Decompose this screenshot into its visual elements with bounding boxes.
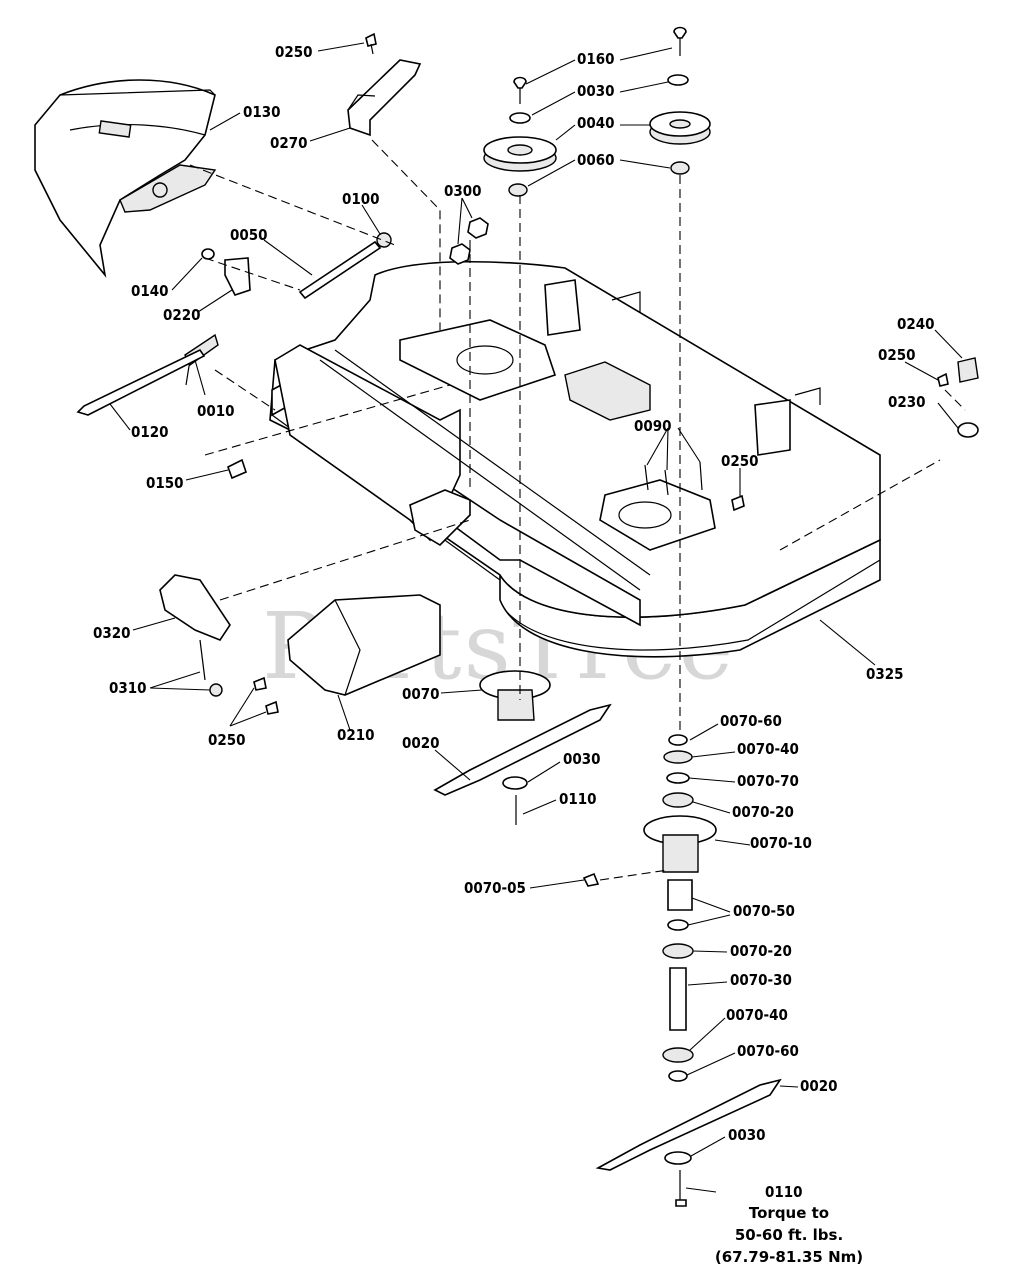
label-0070-60: 0070-60 xyxy=(737,1042,799,1060)
label-0070-40: 0070-40 xyxy=(737,740,799,758)
label-0150: 0150 xyxy=(146,474,184,492)
label-0250: 0250 xyxy=(275,43,313,61)
label-0140: 0140 xyxy=(131,282,169,300)
torque-note: Torque to 50-60 ft. lbs. (67.79-81.35 Nm… xyxy=(715,1204,863,1266)
label-0050: 0050 xyxy=(230,226,268,244)
label-0110: 0110 xyxy=(765,1183,803,1201)
label-0240: 0240 xyxy=(897,315,935,333)
label-0020: 0020 xyxy=(402,734,440,752)
label-0210: 0210 xyxy=(337,726,375,744)
label-0070-70: 0070-70 xyxy=(737,772,799,790)
label-0130: 0130 xyxy=(243,103,281,121)
label-0030: 0030 xyxy=(728,1126,766,1144)
label-0070: 0070 xyxy=(402,685,440,703)
part-labels: 0250 0130 0270 0160 0030 0040 0060 0300 … xyxy=(93,43,935,1201)
spindle-assembly xyxy=(582,734,782,1207)
label-0250: 0250 xyxy=(721,452,759,470)
label-0250: 0250 xyxy=(208,731,246,749)
label-0010: 0010 xyxy=(197,402,235,420)
label-0070-10: 0070-10 xyxy=(750,834,812,852)
label-0070-40: 0070-40 xyxy=(726,1006,788,1024)
label-0070-05: 0070-05 xyxy=(464,879,526,897)
mower-deck xyxy=(269,260,881,658)
label-0220: 0220 xyxy=(163,306,201,324)
label-0120: 0120 xyxy=(131,423,169,441)
label-0070-60: 0070-60 xyxy=(720,712,782,730)
torque-line-3: (67.79-81.35 Nm) xyxy=(715,1248,863,1266)
label-0030: 0030 xyxy=(577,82,615,100)
label-0030: 0030 xyxy=(563,750,601,768)
label-0270: 0270 xyxy=(270,134,308,152)
label-0100: 0100 xyxy=(342,190,380,208)
torque-line-1: Torque to xyxy=(749,1204,829,1222)
label-0070-50: 0070-50 xyxy=(733,902,795,920)
label-0325: 0325 xyxy=(866,665,904,683)
hardware-parts xyxy=(76,26,979,825)
label-0040: 0040 xyxy=(577,114,615,132)
assembly-lines xyxy=(189,139,966,881)
label-0110: 0110 xyxy=(559,790,597,808)
label-0070-20: 0070-20 xyxy=(732,803,794,821)
label-0070-30: 0070-30 xyxy=(730,971,792,989)
pulley-right xyxy=(649,111,711,145)
label-0300: 0300 xyxy=(444,182,482,200)
torque-line-2: 50-60 ft. lbs. xyxy=(735,1226,843,1244)
discharge-chute xyxy=(34,79,217,278)
label-0090: 0090 xyxy=(634,417,672,435)
pulley-left xyxy=(483,136,557,172)
label-0160: 0160 xyxy=(577,50,615,68)
label-0070-20: 0070-20 xyxy=(730,942,792,960)
label-0020: 0020 xyxy=(800,1077,838,1095)
label-0250: 0250 xyxy=(878,346,916,364)
label-0060: 0060 xyxy=(577,151,615,169)
leader-lines xyxy=(109,42,963,1193)
label-0310: 0310 xyxy=(109,679,147,697)
label-0230: 0230 xyxy=(888,393,926,411)
label-0320: 0320 xyxy=(93,624,131,642)
